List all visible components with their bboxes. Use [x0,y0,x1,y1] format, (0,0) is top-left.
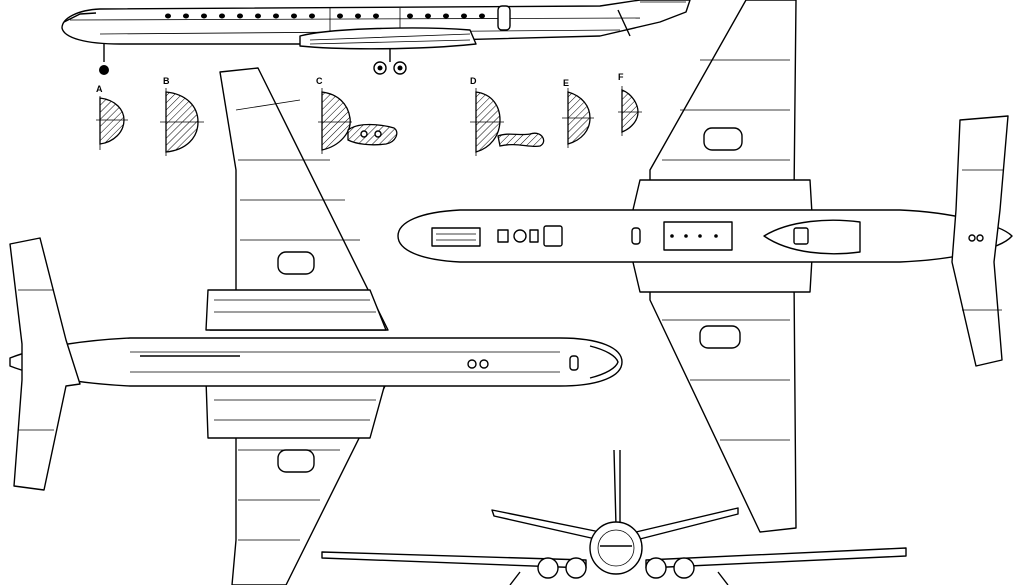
svg-text:B: B [163,76,170,86]
underside-view [397,0,1013,533]
section-a: A [96,84,128,150]
side-view [61,0,691,75]
section-e: E [562,78,594,148]
section-c: C [316,76,398,154]
section-d: D [470,76,545,156]
wing-sections: A B C D E [96,72,642,156]
svg-text:A: A [96,84,103,94]
svg-text:E: E [563,78,569,88]
svg-text:C: C [316,76,323,86]
svg-text:F: F [618,72,624,82]
side-windows [165,13,485,19]
section-b: B [160,76,204,156]
svg-text:D: D [470,76,477,86]
front-view [321,449,907,585]
plan-view [9,67,623,585]
section-f: F [618,72,642,136]
